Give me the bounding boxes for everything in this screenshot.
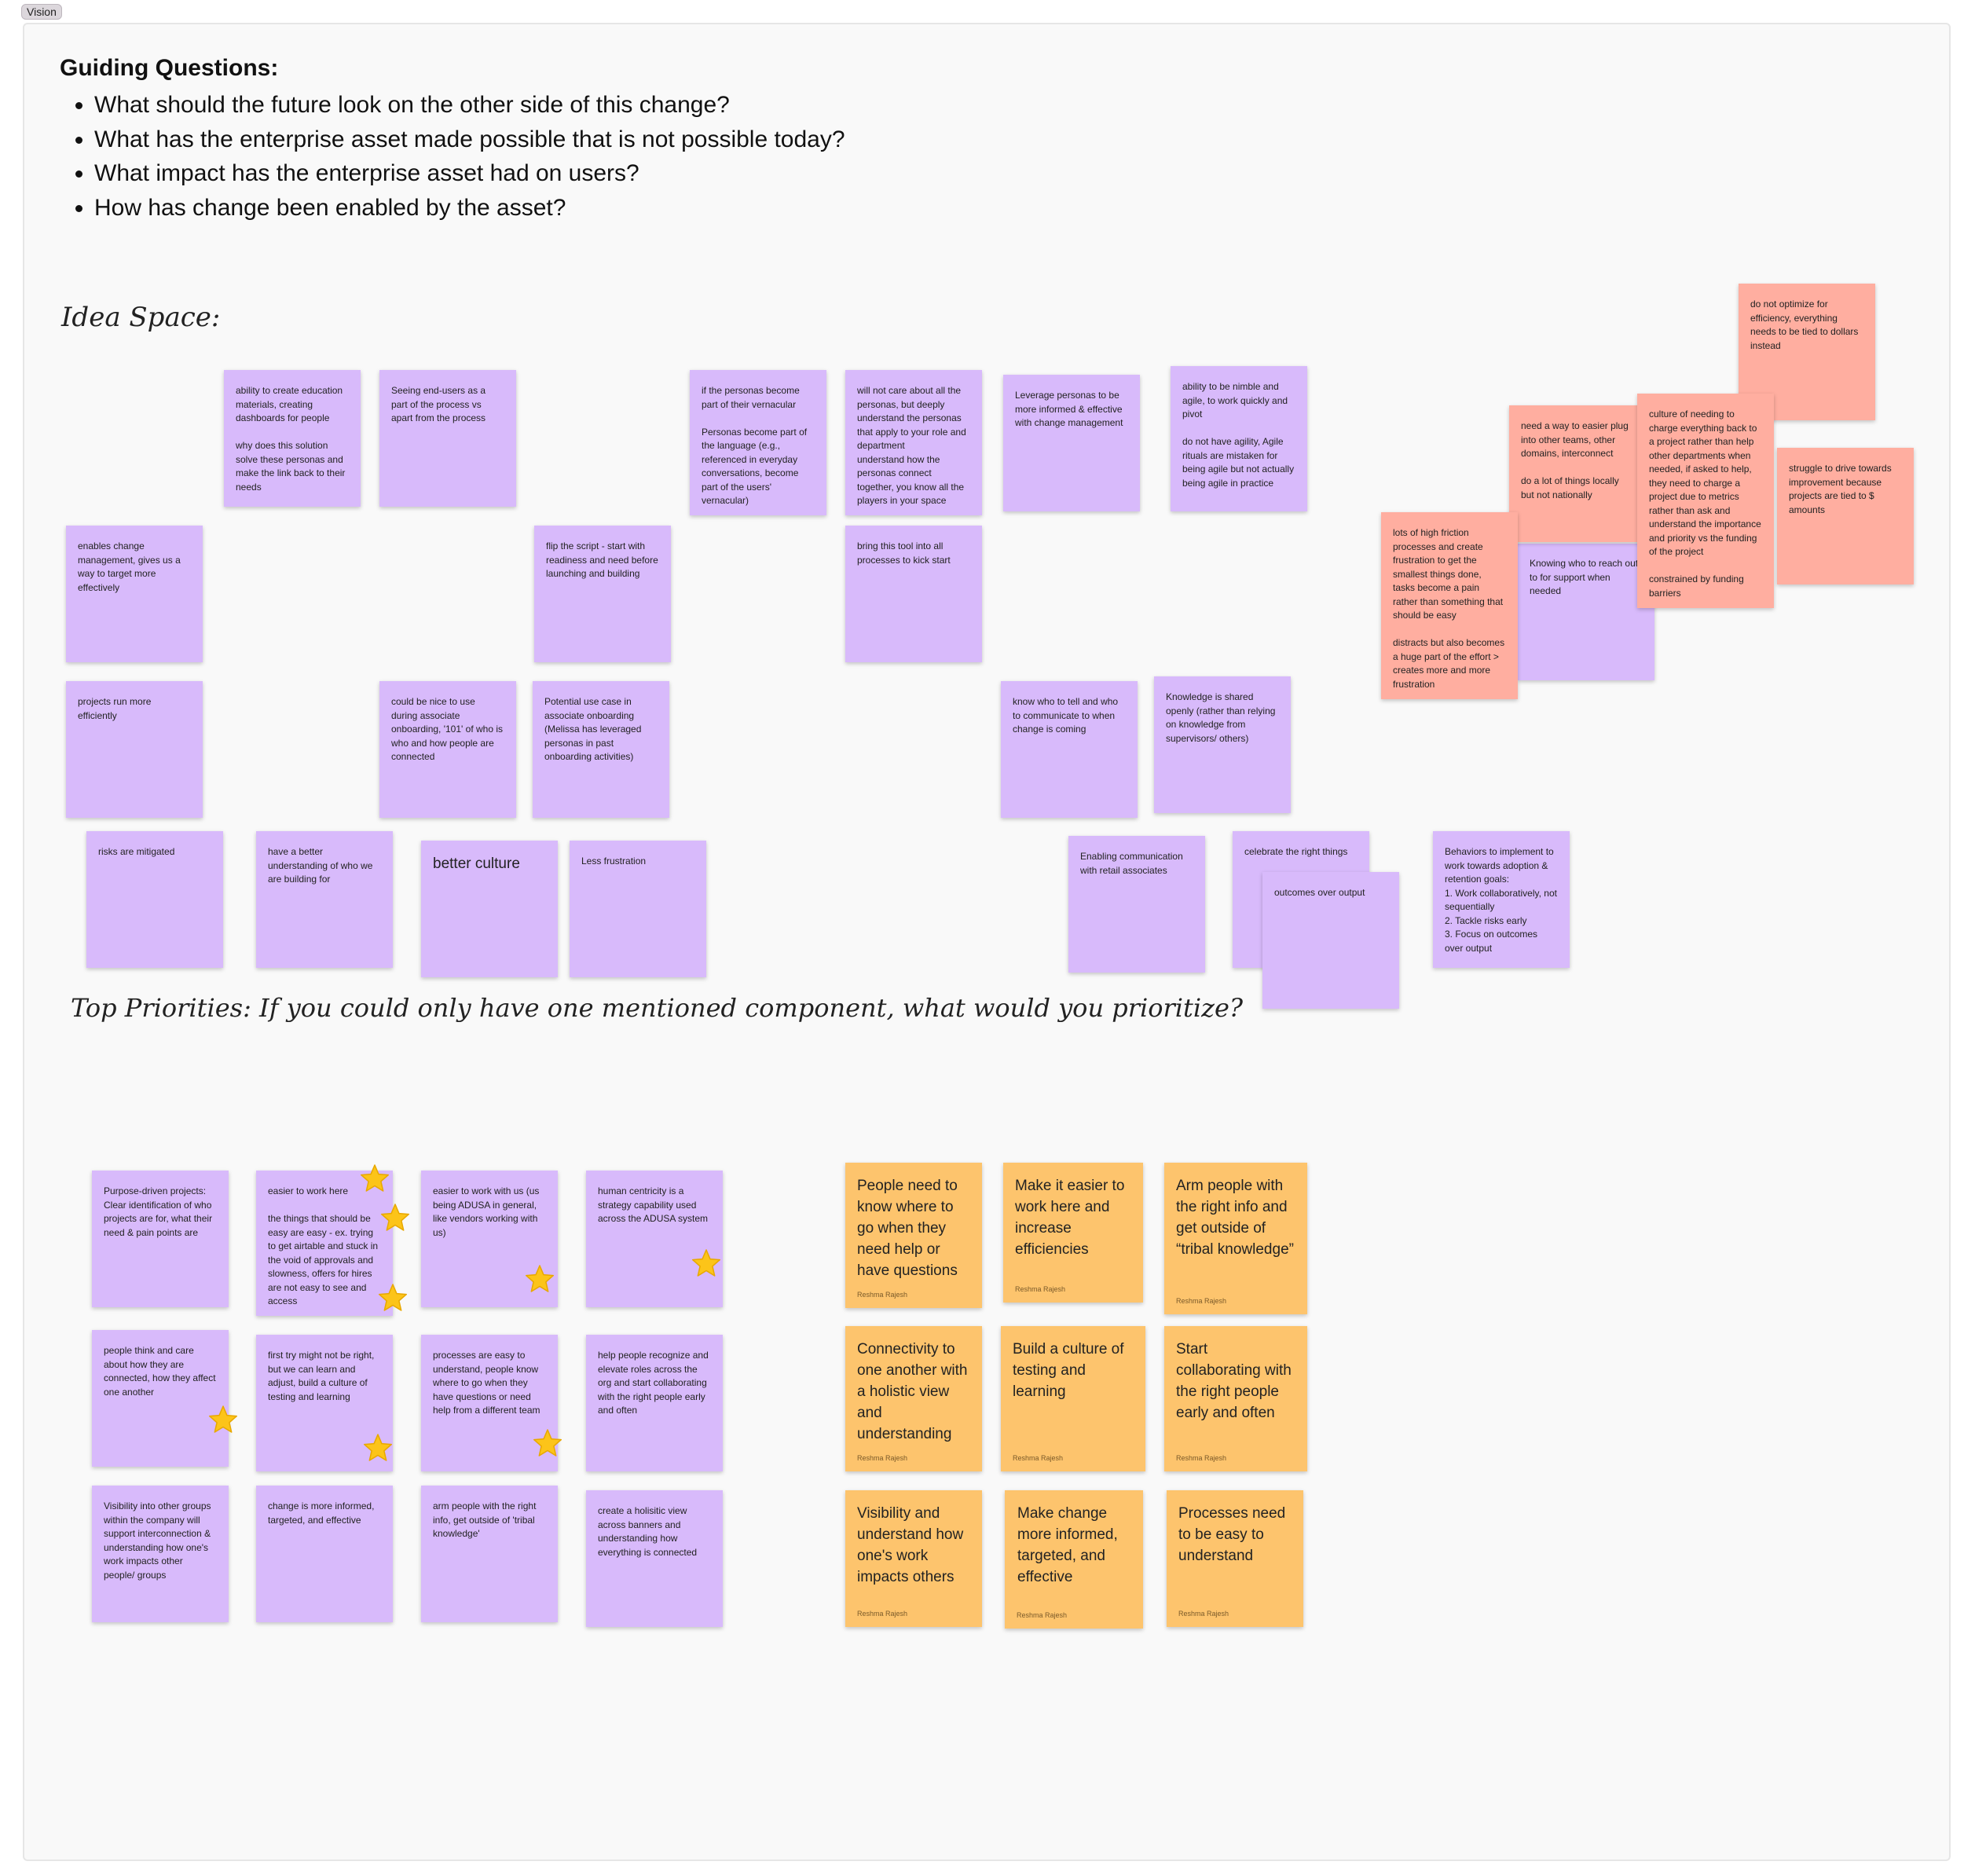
sticky-note[interactable]: change is more informed, targeted, and e…	[256, 1486, 393, 1622]
note-author: Reshma Rajesh	[1015, 1285, 1066, 1293]
sticky-note[interactable]: Knowledge is shared openly (rather than …	[1154, 676, 1291, 813]
frame-label[interactable]: Vision	[21, 4, 62, 20]
star-icon[interactable]	[359, 1163, 390, 1194]
note-author: Reshma Rajesh	[1013, 1454, 1064, 1462]
sticky-note[interactable]: Leverage personas to be more informed & …	[1003, 375, 1140, 511]
sticky-note[interactable]: flip the script - start with readiness a…	[534, 526, 671, 662]
top-priorities-title: Top Priorities: If you could only have o…	[71, 993, 1244, 1023]
sticky-note[interactable]: culture of needing to charge everything …	[1637, 394, 1774, 608]
note-author: Reshma Rajesh	[1178, 1610, 1229, 1618]
sticky-note[interactable]: create a holisitic view across banners a…	[586, 1490, 723, 1627]
star-icon[interactable]	[379, 1202, 411, 1233]
summary-note-text: Make change more informed, targeted, and…	[1017, 1505, 1118, 1585]
note-author: Reshma Rajesh	[1176, 1454, 1227, 1462]
sticky-note[interactable]: easier to work here the things that shou…	[256, 1171, 393, 1316]
sticky-note[interactable]: projects run more efficiently	[66, 681, 203, 818]
sticky-note[interactable]: better culture	[421, 841, 558, 977]
sticky-note[interactable]: need a way to easier plug into other tea…	[1509, 405, 1646, 542]
sticky-note[interactable]: bring this tool into all processes to ki…	[845, 526, 982, 662]
star-icon[interactable]	[207, 1404, 239, 1435]
sticky-note[interactable]: if the personas become part of their ver…	[690, 370, 826, 515]
guiding-question: What should the future look on the other…	[94, 88, 845, 123]
note-author: Reshma Rajesh	[857, 1610, 908, 1618]
sticky-note[interactable]: Seeing end-users as a part of the proces…	[379, 370, 516, 507]
note-author: Reshma Rajesh	[1017, 1611, 1068, 1619]
sticky-note[interactable]: lots of high friction processes and crea…	[1381, 512, 1518, 699]
sticky-note[interactable]: have a better understanding of who we ar…	[256, 831, 393, 968]
star-icon[interactable]	[377, 1282, 409, 1314]
guiding-question: How has change been enabled by the asset…	[94, 191, 845, 225]
sticky-note[interactable]: Potential use case in associate onboardi…	[533, 681, 669, 818]
summary-note[interactable]: Make change more informed, targeted, and…	[1005, 1490, 1143, 1629]
sticky-note[interactable]: Less frustration	[570, 841, 706, 977]
sticky-note[interactable]: people think and care about how they are…	[92, 1330, 229, 1467]
star-icon[interactable]	[524, 1263, 555, 1295]
sticky-note[interactable]: struggle to drive towards improvement be…	[1777, 448, 1914, 584]
summary-note-text: Processes need to be easy to understand	[1178, 1505, 1286, 1564]
summary-note-text: Connectivity to one another with a holis…	[857, 1341, 968, 1442]
guiding-question: What impact has the enterprise asset had…	[94, 156, 845, 191]
sticky-note[interactable]: help people recognize and elevate roles …	[586, 1335, 723, 1471]
guiding-question: What has the enterprise asset made possi…	[94, 123, 845, 157]
sticky-note[interactable]: Enabling communication with retail assoc…	[1068, 836, 1205, 973]
sticky-note[interactable]: ability to be nimble and agile, to work …	[1171, 366, 1307, 511]
note-author: Reshma Rajesh	[857, 1291, 908, 1299]
summary-note[interactable]: Start collaborating with the right peopl…	[1164, 1326, 1307, 1471]
summary-note-text: Visibility and understand how one's work…	[857, 1505, 964, 1585]
sticky-note[interactable]: could be nice to use during associate on…	[379, 681, 516, 818]
summary-note[interactable]: Arm people with the right info and get o…	[1164, 1163, 1307, 1314]
summary-note[interactable]: People need to know where to go when the…	[845, 1163, 982, 1308]
summary-note[interactable]: Connectivity to one another with a holis…	[845, 1326, 982, 1471]
sticky-note[interactable]: Behaviors to implement to work towards a…	[1433, 831, 1570, 968]
guiding-questions-heading: Guiding Questions:	[60, 55, 279, 81]
sticky-note[interactable]: Purpose-driven projects: Clear identific…	[92, 1171, 229, 1307]
summary-note-text: Build a culture of testing and learning	[1013, 1341, 1124, 1400]
summary-note[interactable]: Visibility and understand how one's work…	[845, 1490, 982, 1627]
sticky-note[interactable]: risks are mitigated	[86, 831, 223, 968]
idea-space-title: Idea Space:	[61, 302, 221, 333]
summary-note-text: Arm people with the right info and get o…	[1176, 1178, 1294, 1258]
summary-note-text: People need to know where to go when the…	[857, 1178, 958, 1279]
sticky-note[interactable]: ability to create education materials, c…	[224, 370, 361, 507]
sticky-note[interactable]: enables change management, gives us a wa…	[66, 526, 203, 662]
sticky-note[interactable]: outcomes over output	[1262, 872, 1399, 1009]
note-author: Reshma Rajesh	[1176, 1297, 1227, 1305]
guiding-questions-list: What should the future look on the other…	[60, 88, 845, 225]
sticky-note[interactable]: human centricity is a strategy capabilit…	[586, 1171, 723, 1307]
sticky-note[interactable]: will not care about all the personas, bu…	[845, 370, 982, 515]
star-icon[interactable]	[532, 1427, 563, 1459]
sticky-note[interactable]: Visibility into other groups within the …	[92, 1486, 229, 1622]
summary-note[interactable]: Make it easier to work here and increase…	[1003, 1163, 1143, 1303]
sticky-note[interactable]: arm people with the right info, get outs…	[421, 1486, 558, 1622]
sticky-note[interactable]: Knowing who to reach out to for support …	[1518, 544, 1654, 680]
summary-note-text: Start collaborating with the right peopl…	[1176, 1341, 1292, 1421]
star-icon[interactable]	[362, 1432, 394, 1464]
star-icon[interactable]	[691, 1248, 722, 1279]
sticky-note[interactable]: know who to tell and who to communicate …	[1001, 681, 1138, 818]
sticky-note[interactable]: processes are easy to understand, people…	[421, 1335, 558, 1471]
note-author: Reshma Rajesh	[857, 1454, 908, 1462]
summary-note-text: Make it easier to work here and increase…	[1015, 1178, 1125, 1258]
sticky-note[interactable]: first try might not be right, but we can…	[256, 1335, 393, 1471]
